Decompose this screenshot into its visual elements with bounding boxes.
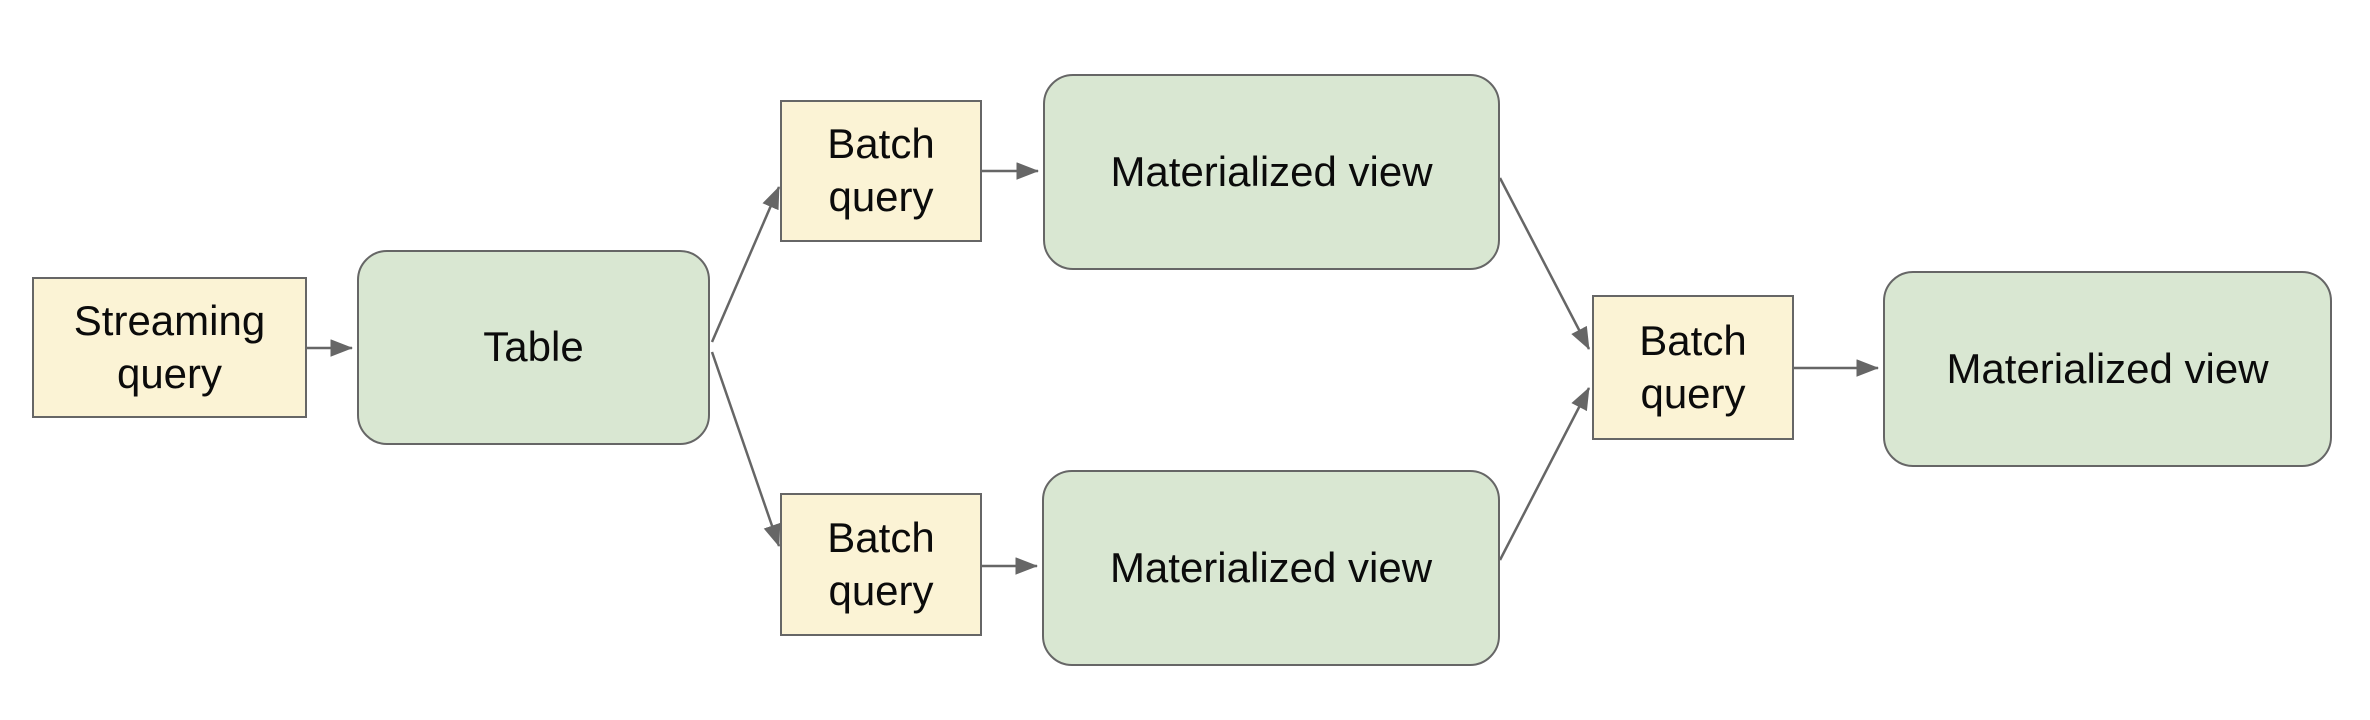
node-materialized-view-top: Materialized view bbox=[1043, 74, 1500, 270]
node-batch-query-bottom-label: Batch query bbox=[827, 513, 935, 614]
node-materialized-view-right: Materialized view bbox=[1883, 271, 2332, 467]
node-batch-query-top: Batch query bbox=[780, 100, 982, 242]
node-streaming-query: Streaming query bbox=[32, 277, 307, 418]
edge-materialized-view-top-to-batch-query-right bbox=[1498, 177, 1591, 350]
node-batch-query-bottom: Batch query bbox=[780, 493, 982, 636]
edge-table-to-batch-query-top bbox=[710, 186, 781, 343]
node-materialized-view-top-label: Materialized view bbox=[1110, 147, 1433, 195]
node-materialized-view-bottom-label: Materialized view bbox=[1109, 543, 1433, 591]
node-batch-query-right-label: Batch query bbox=[1639, 316, 1747, 417]
node-materialized-view-bottom: Materialized view bbox=[1042, 470, 1500, 666]
edge-table-to-batch-query-bottom bbox=[710, 351, 781, 547]
node-batch-query-top-label: Batch query bbox=[827, 120, 935, 220]
node-table-label: Table bbox=[483, 323, 584, 371]
edge-materialized-view-bottom-to-batch-query-right bbox=[1498, 387, 1591, 561]
node-streaming-query-label: Streaming query bbox=[73, 296, 266, 397]
node-table: Table bbox=[357, 250, 710, 445]
node-batch-query-right: Batch query bbox=[1592, 295, 1794, 440]
node-materialized-view-right-label: Materialized view bbox=[1946, 344, 2269, 392]
